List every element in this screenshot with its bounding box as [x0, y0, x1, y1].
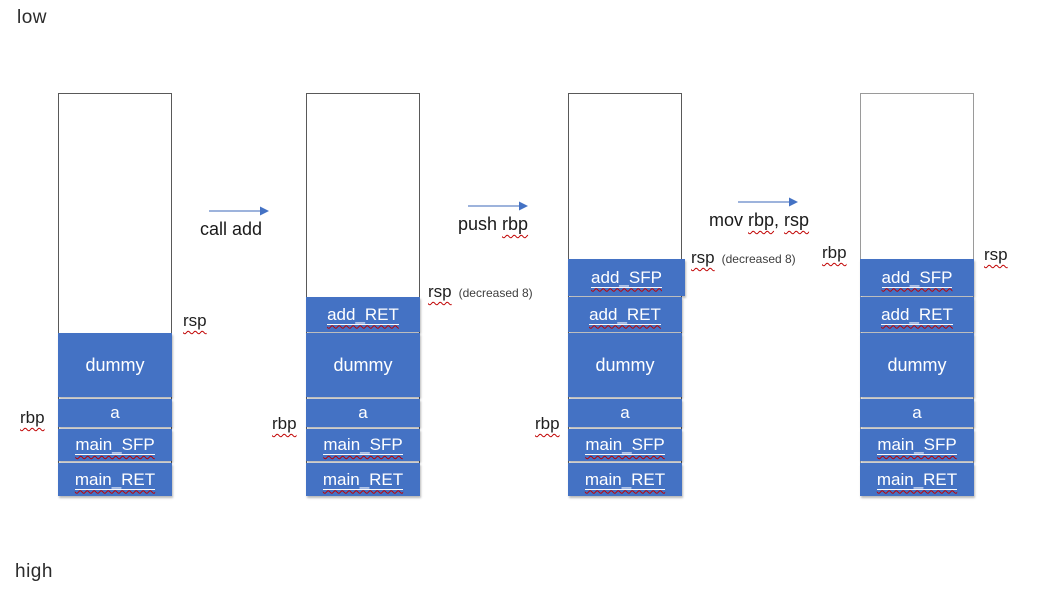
stack-diagram-3: add_SFP add_RET dummy a main_SFP main_RE…	[568, 93, 685, 496]
stack-cell-dummy: dummy	[860, 333, 974, 397]
stack-cell-main-sfp: main_SFP	[58, 429, 172, 461]
instruction-call-add: call add	[200, 219, 263, 239]
stack-cell-dummy: dummy	[306, 333, 420, 397]
stack-cell-main-ret: main_RET	[306, 463, 420, 496]
stack-cell-a: a	[568, 399, 682, 427]
rsp-label-stack-3: rsp(decreased 8)	[691, 248, 796, 267]
instruction-push-rbp: push rbp	[458, 214, 529, 234]
memory-low-label: low	[17, 7, 48, 28]
stack-diagram-2: add_RET dummy a main_SFP main_RET	[306, 93, 420, 496]
stack-cell-a: a	[58, 399, 172, 427]
rsp-label-stack-4: rsp	[984, 245, 1008, 264]
memory-high-label: high	[15, 561, 53, 582]
stack-cell-main-sfp: main_SFP	[860, 429, 974, 461]
stack-cell-add-sfp: add_SFP	[568, 259, 685, 296]
rbp-label-stack-2: rbp	[272, 414, 297, 433]
rbp-label-stack-4: rbp	[822, 243, 847, 262]
stack-cell-a: a	[860, 399, 974, 427]
stack-cell-add-ret: add_RET	[306, 297, 420, 332]
stack-cell-main-ret: main_RET	[58, 463, 172, 496]
rbp-label-stack-3: rbp	[535, 414, 560, 433]
stack-diagram-1: dummy a main_SFP main_RET	[58, 93, 172, 496]
stack-cell-add-ret: add_RET	[568, 297, 682, 332]
rsp-label-stack-2: rsp(decreased 8)	[428, 282, 533, 301]
stack-cell-add-ret: add_RET	[860, 297, 974, 332]
stack-diagram-4: add_SFP add_RET dummy a main_SFP main_RE…	[860, 93, 974, 496]
stack-cell-main-sfp: main_SFP	[306, 429, 420, 461]
stack-cell-dummy: dummy	[58, 333, 172, 397]
stack-cell-main-sfp: main_SFP	[568, 429, 682, 461]
stack-cell-main-ret: main_RET	[568, 463, 682, 496]
stack-cell-main-ret: main_RET	[860, 463, 974, 496]
right-arrow-icon	[468, 201, 528, 211]
stack-cell-dummy: dummy	[568, 333, 682, 397]
stack-cell-a: a	[306, 399, 420, 427]
instruction-mov-rbp-rsp: mov rbp, rsp	[709, 210, 810, 230]
right-arrow-icon	[209, 206, 269, 216]
stack-cell-add-sfp: add_SFP	[860, 259, 974, 296]
right-arrow-icon	[738, 197, 798, 207]
rsp-label-stack-1: rsp	[183, 311, 207, 330]
rbp-label-stack-1: rbp	[20, 408, 45, 427]
